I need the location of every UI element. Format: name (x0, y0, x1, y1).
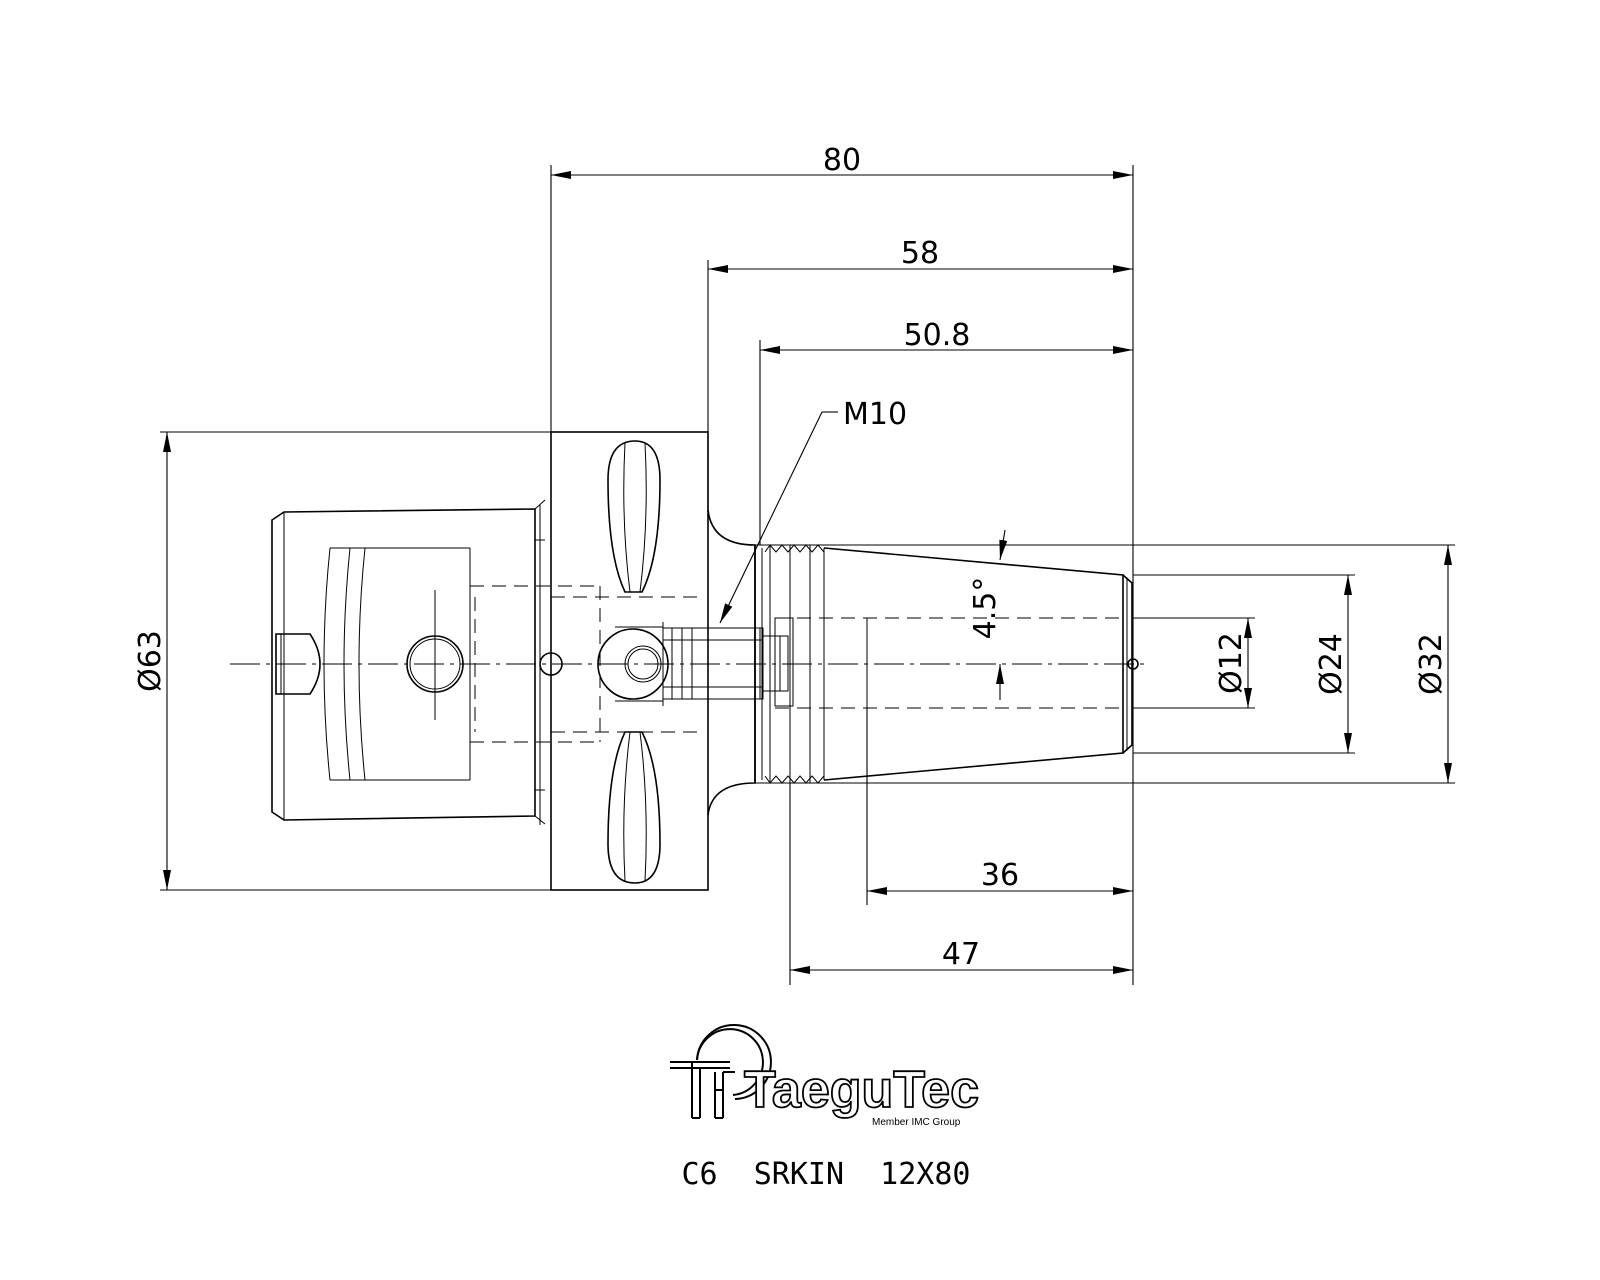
dim-bore-diameter: Ø12 (1214, 632, 1249, 694)
flange (550, 431, 709, 891)
flange-slot-bottom (607, 731, 661, 884)
key-pin (275, 633, 321, 695)
tool-holder-body (230, 431, 1145, 891)
neck (707, 509, 756, 816)
taper-shank (823, 547, 1124, 781)
dim-thread-callout: M10 (843, 397, 907, 432)
thread-region (754, 544, 825, 784)
draw-bolt (662, 627, 789, 700)
part-number: C6 SRKIN 12X80 (682, 1157, 971, 1192)
brand-name: TaeguTec (744, 1061, 979, 1119)
dim-shank-diameter: Ø32 (1414, 633, 1449, 695)
dim-bore-depth: 36 (981, 858, 1019, 893)
dim-flange-diameter: Ø63 (133, 630, 168, 692)
collet-nut (271, 508, 536, 821)
dim-taper-length: 47 (942, 937, 980, 972)
flange-slot-top (607, 440, 661, 593)
dimension-lines (160, 165, 1455, 985)
dim-overall-length: 80 (823, 143, 861, 178)
dim-shank-length: 50.8 (904, 318, 971, 353)
brand-tagline: Member IMC Group (872, 1117, 961, 1128)
screw-boss (597, 628, 669, 700)
dim-tip-diameter: Ø24 (1314, 633, 1349, 695)
taegutec-logo: TaeguTec Member IMC Group (670, 1024, 980, 1128)
dimension-labels: 80 58 50.8 M10 47 36 Ø63 4.5° Ø12 Ø24 Ø3… (133, 143, 1449, 972)
dim-flange-to-end: 58 (901, 236, 939, 271)
dim-taper-angle: 4.5° (968, 577, 1003, 640)
logo-mark-icon (670, 1024, 772, 1119)
